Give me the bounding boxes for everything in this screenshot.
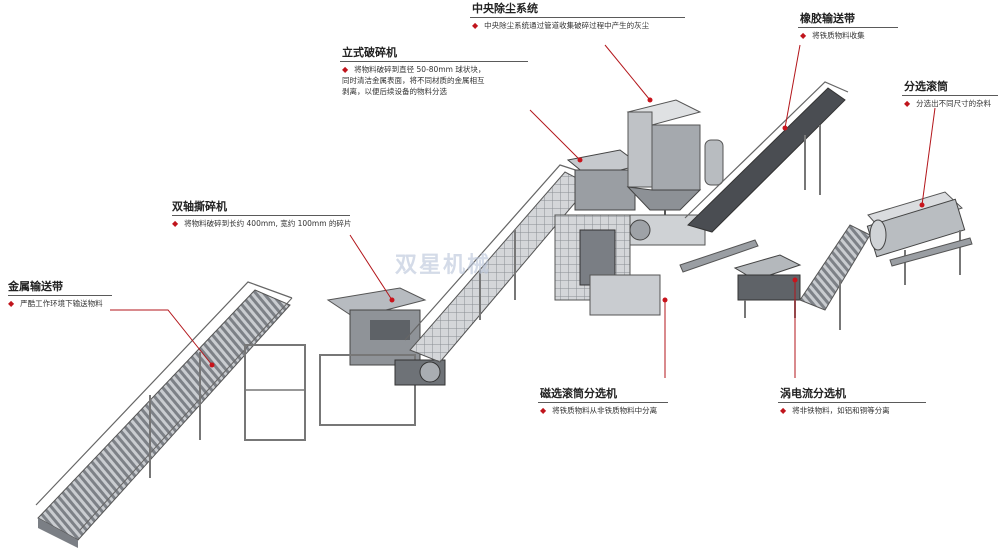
divider [340,61,528,62]
callout-title: 金属输送带 [8,280,63,293]
callout-desc: ◆中央除尘系统通过管道收集破碎过程中产生的灰尘 [472,21,650,30]
callout-desc: ◆分选出不同尺寸的杂料 [904,99,992,108]
callout-title: 涡电流分选机 [780,387,846,400]
leader-lines [110,44,936,378]
eddy-current-separator [679,239,802,318]
bullet-icon: ◆ [472,21,479,30]
bullet-icon: ◆ [172,219,179,228]
bullet-icon: ◆ [780,406,787,415]
callout-desc: ◆将铁质物料收集 [800,31,865,40]
trommel-feed-conveyor [799,224,871,330]
divider [798,27,898,28]
callout-magnetic-drum: 磁选滚筒分选机 ◆将铁质物料从非铁质物料中分离 [538,385,710,416]
trommel-drum [866,191,973,285]
callout-eddy-current: 涡电流分选机 ◆将非铁物料，如铝和铜等分离 [778,385,940,416]
rubber-conveyor [684,81,849,233]
callout-dust-system: 中央除尘系统 ◆中央除尘系统通过管道收集破碎过程中产生的灰尘 [470,0,697,31]
callout-desc: ◆将物料破碎到长约 400mm, 宽约 100mm 的碎片 [172,219,352,228]
callout-title: 磁选滚筒分选机 [540,387,617,400]
metal-conveyor [35,281,306,548]
callout-title: 橡胶输送带 [800,12,855,25]
bullet-icon: ◆ [342,65,349,74]
callout-metal-conveyor: 金属输送带 ◆严酷工作环境下输送物料 [8,278,168,309]
bullet-icon: ◆ [800,31,807,40]
callout-vertical-crusher: 立式破碎机 ◆将物料破碎到直径 50-80mm 球状块， 同时清洁金属表面，将不… [340,44,532,97]
callout-title: 双轴撕碎机 [172,200,227,213]
callout-title: 立式破碎机 [342,46,397,59]
twin-shaft-shredder [319,287,446,426]
callout-title: 分选滚筒 [904,80,948,93]
bullet-icon: ◆ [8,299,15,308]
divider [902,95,998,96]
callout-twin-shaft-shredder: 双轴撕碎机 ◆将物料破碎到长约 400mm, 宽约 100mm 的碎片 [172,198,392,229]
callout-desc: ◆将非铁物料，如铝和铜等分离 [780,406,890,415]
divider [778,402,926,403]
watermark: 双星机械 [395,253,492,278]
callout-trommel: 分选滚筒 ◆分选出不同尺寸的杂料 [902,78,1000,109]
callout-title: 中央除尘系统 [472,2,538,15]
callout-desc: ◆将物料破碎到直径 50-80mm 球状块， 同时清洁金属表面，将不同材质的金属… [342,65,486,96]
divider [8,295,112,296]
bullet-icon: ◆ [540,406,547,415]
callout-desc: ◆严酷工作环境下输送物料 [8,299,103,308]
divider [172,215,350,216]
vertical-crusher [554,149,661,316]
callout-rubber-conveyor: 橡胶输送带 ◆将铁质物料收集 [798,10,910,41]
bullet-icon: ◆ [904,99,911,108]
divider [538,402,668,403]
divider [470,17,685,18]
callout-desc: ◆将铁质物料从非铁质物料中分离 [540,406,658,415]
